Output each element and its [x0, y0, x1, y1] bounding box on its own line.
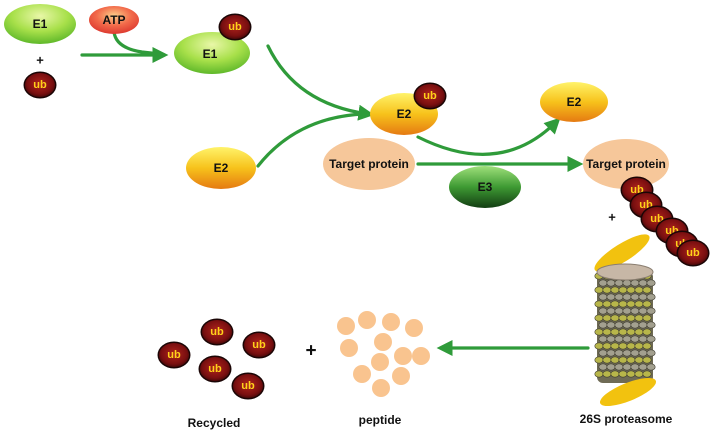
e3-label: E3	[478, 180, 493, 194]
recycled-ub-4: ub	[208, 363, 222, 375]
atp: ATP	[89, 6, 139, 34]
atp-label: ATP	[102, 13, 125, 27]
target-protein-node	[323, 138, 415, 190]
ub-on-e2-label: ub	[423, 90, 437, 102]
plus-sign-e1: +	[36, 53, 44, 68]
proteasome-cap-top	[594, 234, 650, 272]
plus-sign-recycled: +	[305, 341, 316, 362]
chain-ub-6: ub	[686, 247, 700, 259]
recycled-ub-1: ub	[167, 349, 181, 361]
arrows	[80, 30, 590, 356]
e1-label: E1	[33, 17, 48, 31]
e1-charged-label: E1	[203, 47, 218, 61]
arrow-e2-to-e2ub	[256, 112, 364, 168]
recycled-ubiquitin: ub ub ub ub ub	[157, 318, 276, 400]
plus-sign-proteasome: +	[608, 210, 616, 225]
target-protein-node-right	[583, 139, 669, 189]
ub-on-e1-label: ub	[228, 21, 242, 33]
proteasome-26s	[594, 234, 657, 406]
recycled-ub-5: ub	[241, 380, 255, 392]
proteasome-subunits	[594, 272, 656, 378]
ub-label: ub	[33, 79, 47, 91]
e2-node	[186, 147, 256, 189]
recycled-ub-2: ub	[210, 326, 224, 338]
e2-ub-complex: E2 ub	[370, 82, 447, 135]
proteasome-top-face	[596, 263, 654, 281]
e1-ub-complex: E1 ub	[174, 13, 252, 74]
e1-node	[4, 4, 76, 44]
caption-recycled: Recycled	[188, 416, 241, 430]
arrow-e1ub-to-e2ub	[266, 44, 375, 121]
e2-node-released	[540, 82, 608, 122]
target-protein-right-label: Target protein	[586, 157, 666, 171]
arrow-e2ub-to-e2-right	[416, 117, 561, 156]
e1-node-charged	[174, 32, 250, 74]
atp-node	[89, 6, 139, 34]
e3-node	[449, 166, 521, 208]
e2-released: E2	[540, 82, 608, 122]
target-protein-substrate: Target protein	[323, 138, 415, 190]
target-protein-label: Target protein	[329, 157, 409, 171]
e2-released-label: E2	[567, 95, 582, 109]
e2-free: E2	[186, 147, 256, 189]
e2-charged-label: E2	[397, 107, 412, 121]
e2-label: E2	[214, 161, 229, 175]
e3: E3	[449, 166, 521, 208]
caption-peptide: peptide	[359, 413, 402, 427]
peptide-fragments	[337, 311, 430, 397]
e1-free: E1	[4, 4, 76, 44]
arrow-atp-curve	[112, 30, 162, 56]
polyubiquitinated-target: Target protein ub ub ub ub ub ub	[583, 139, 710, 267]
proteasome-cap-bottom	[599, 378, 657, 406]
recycled-ub-3: ub	[252, 339, 266, 351]
ub-free: ub	[23, 71, 57, 99]
caption-proteasome: 26S proteasome	[580, 412, 673, 426]
